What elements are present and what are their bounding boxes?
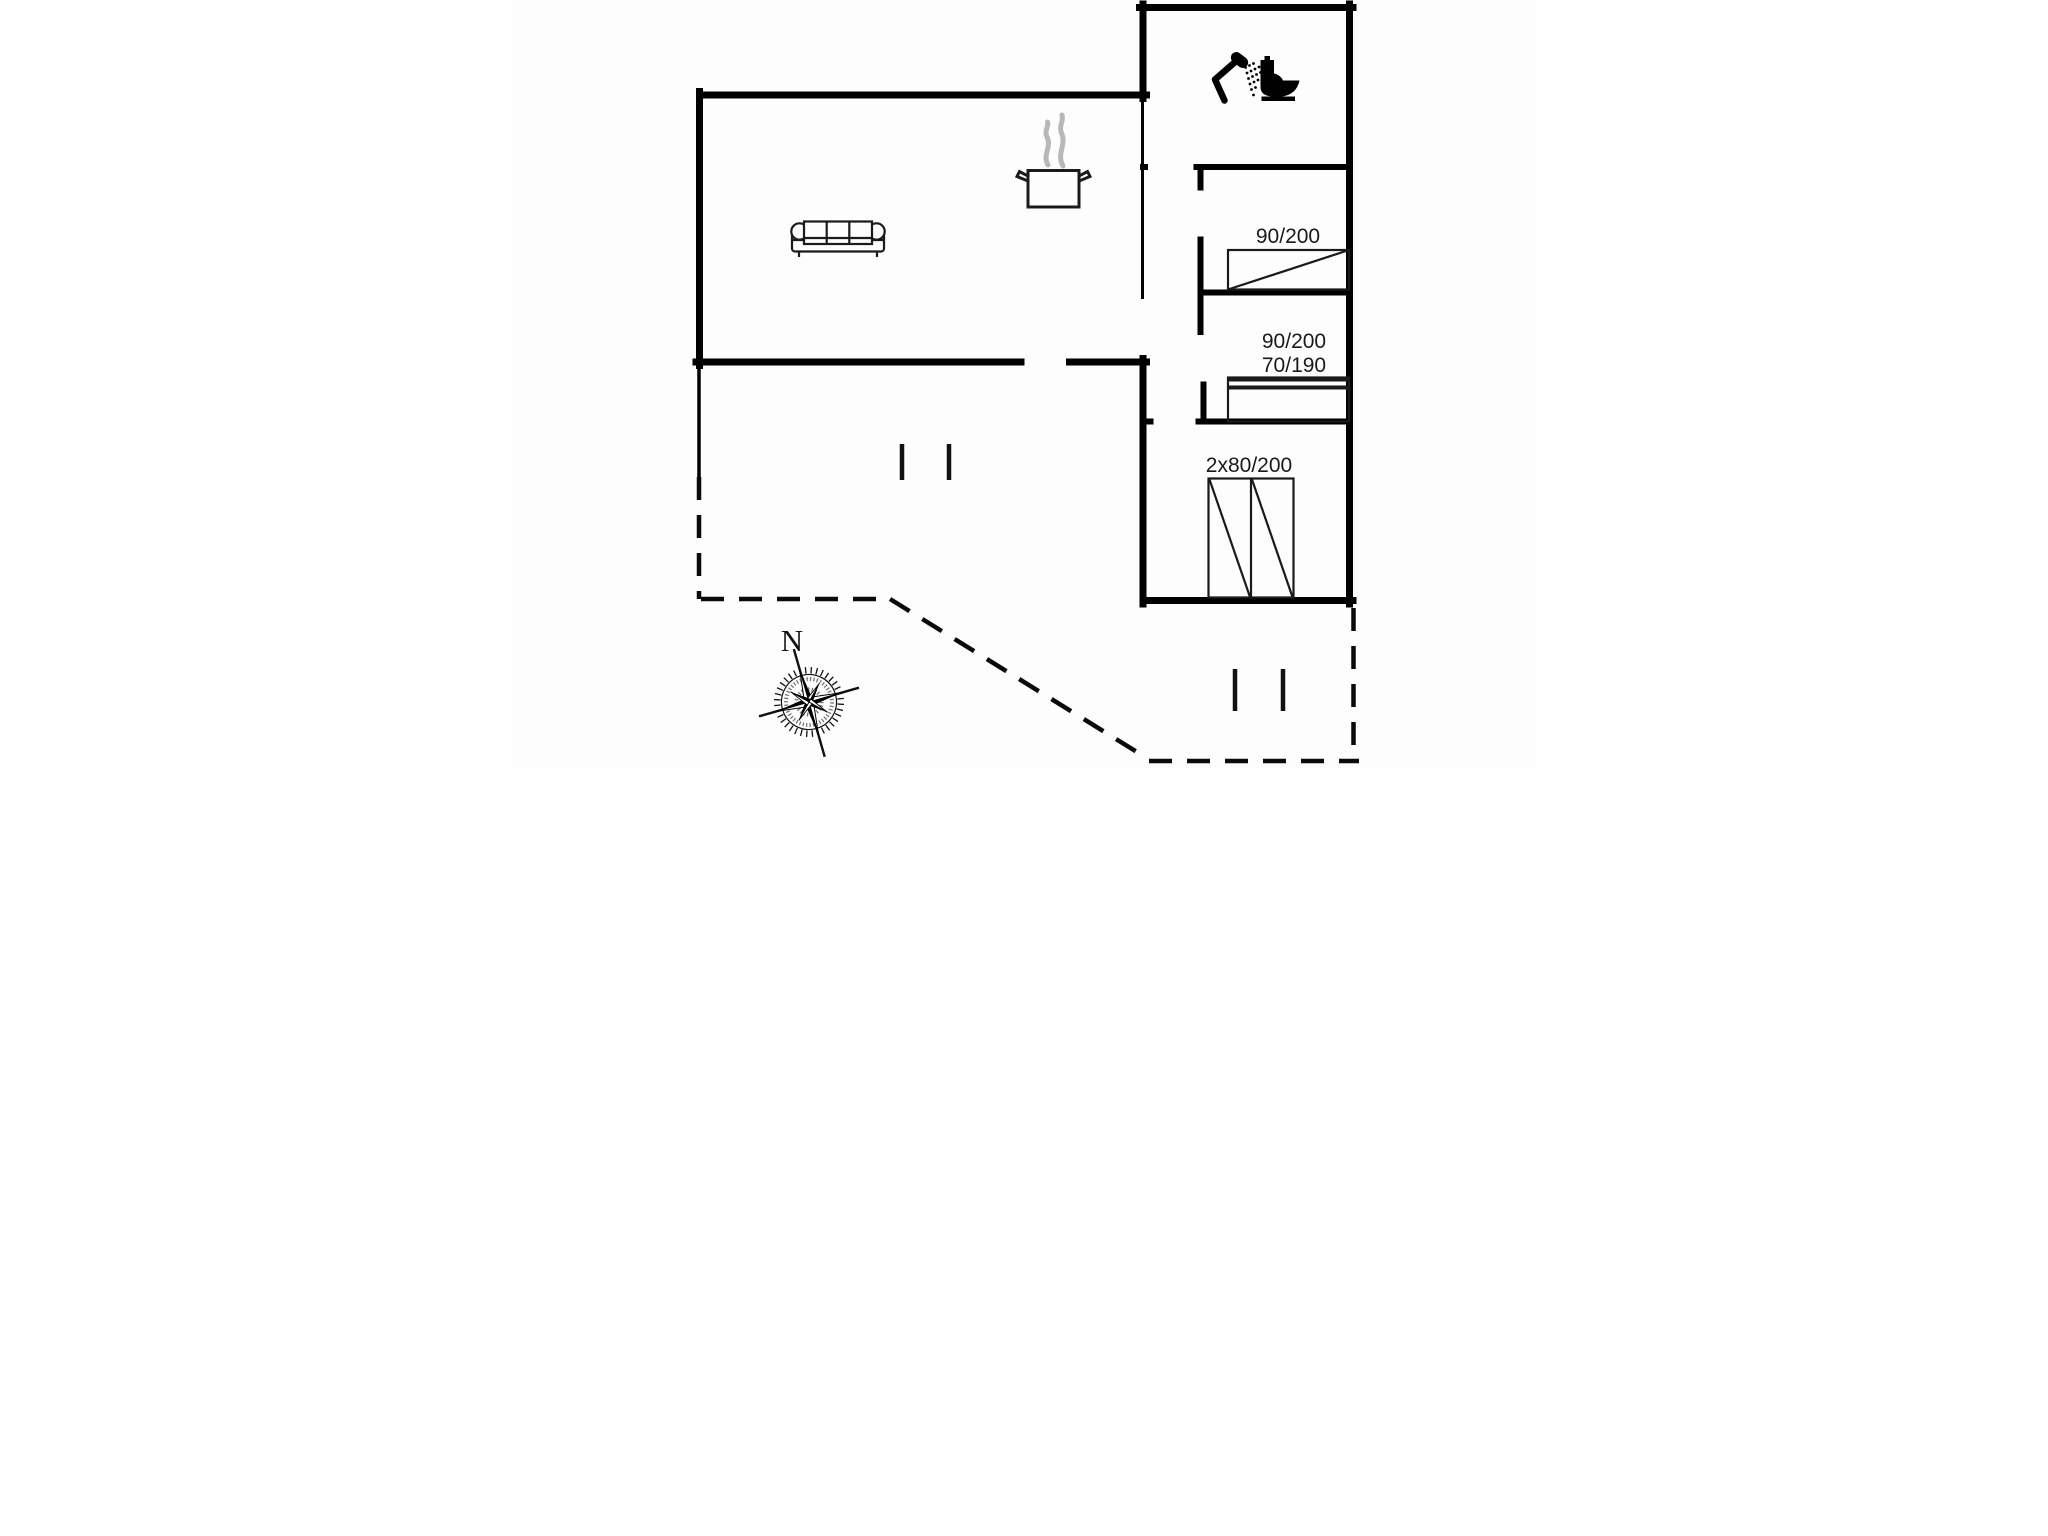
toilet-base: [1261, 96, 1295, 101]
pot-handle-left: [1014, 169, 1030, 184]
cooking-pot-icon: [1014, 112, 1093, 209]
toilet-bowl: [1260, 73, 1300, 97]
shower-hose: [1211, 59, 1238, 104]
bunk-bed-icon: [1226, 376, 1351, 423]
toilet-cistern: [1260, 60, 1274, 76]
compass-rose-icon: [758, 648, 860, 758]
bed1-diagonal: [1227, 248, 1350, 291]
boundary-dashed-diagonal: [888, 597, 1147, 759]
compass-star: [774, 669, 844, 737]
bunk-lower-dimension-label: 70/190: [1262, 354, 1326, 377]
pot-handle-right: [1077, 169, 1093, 184]
shower-head: [1230, 52, 1249, 68]
floor-plan-page: 90/200 90/200 70/190 2x80/200 N: [512, 0, 1536, 768]
wardrobe-diagonal-right: [1250, 479, 1294, 598]
window-opening-markers: [899, 444, 1286, 711]
toilet-icon: [1260, 56, 1300, 101]
wardrobe-diagonal-left: [1208, 479, 1252, 598]
pot-body: [1026, 169, 1081, 209]
bed1-outline: [1226, 248, 1351, 291]
bunk-outline: [1226, 376, 1351, 423]
sofa-icon: [790, 220, 886, 257]
compass-north-label: N: [781, 623, 803, 658]
bed1-dimension-label: 90/200: [1256, 225, 1320, 248]
steam-icon: [1043, 119, 1051, 168]
toilet-button: [1264, 56, 1270, 61]
sofa-cushions: [802, 220, 874, 246]
floor-plan-canvas: 90/200 90/200 70/190 2x80/200 N: [692, 0, 1359, 764]
double-wardrobe-icon: [1207, 477, 1295, 599]
steam-icon: [1058, 112, 1066, 169]
single-bed-icon: [1226, 248, 1351, 291]
bunk-upper-dimension-label: 90/200: [1262, 330, 1326, 353]
wardrobe-dimension-label: 2x80/200: [1206, 454, 1292, 477]
terrace-boundary: [696, 365, 1359, 764]
exterior-walls: [692, 0, 1357, 608]
shower-spray-dots: [1244, 62, 1262, 97]
shower-icon: [1211, 52, 1262, 104]
